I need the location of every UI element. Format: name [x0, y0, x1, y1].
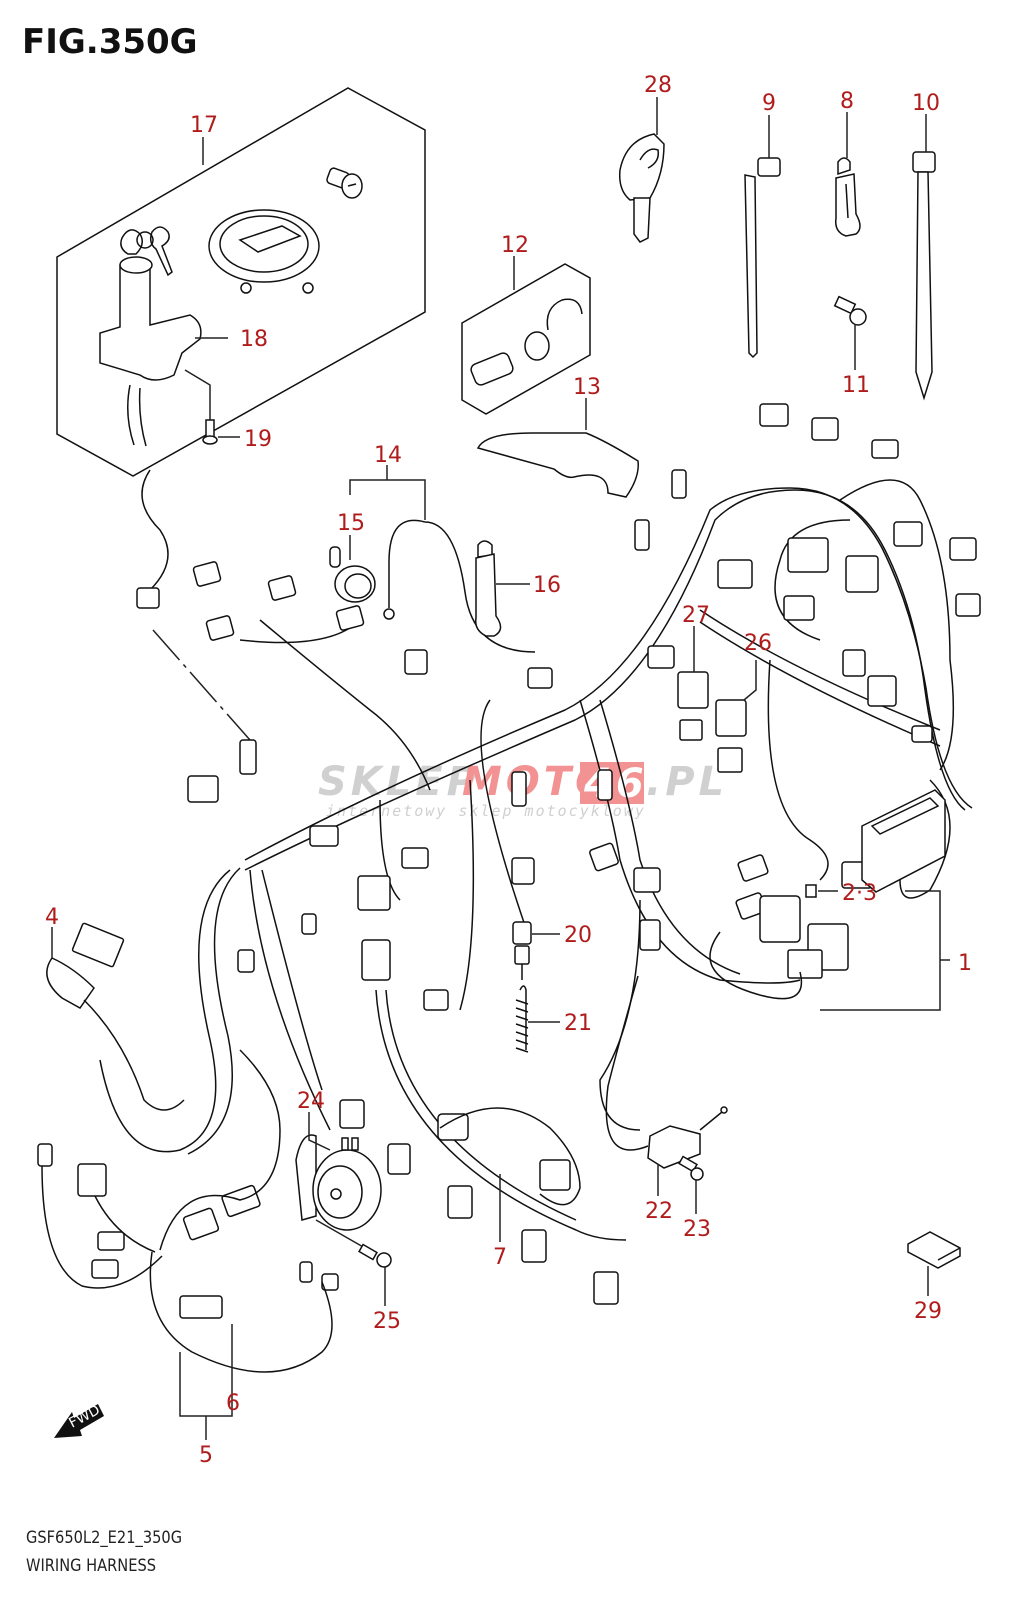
- callout-22[interactable]: 22: [645, 1199, 673, 1224]
- relay-27-icon: [677, 671, 709, 741]
- connector-harness-icon: [46, 922, 185, 1111]
- key-blank-icon: [618, 133, 665, 243]
- callout-1[interactable]: 1: [958, 951, 972, 976]
- socket-kit-group: [461, 256, 591, 415]
- cushion-icon: [476, 432, 639, 498]
- bolt-23-icon: [678, 1155, 704, 1181]
- leader-25a: [315, 1219, 366, 1249]
- socket-body-icon: [524, 331, 550, 361]
- callout-5[interactable]: 5: [199, 1443, 213, 1468]
- fwd-arrow-icon: FWD: [54, 1402, 104, 1438]
- callout-7[interactable]: 7: [493, 1245, 507, 1270]
- callout-14[interactable]: 14: [374, 443, 402, 468]
- callout-13[interactable]: 13: [573, 375, 601, 400]
- socket-plug-icon: [470, 352, 514, 386]
- callout-6[interactable]: 6: [226, 1391, 240, 1416]
- leader-26: [743, 660, 757, 701]
- callout-28[interactable]: 28: [644, 73, 672, 98]
- fuse-box-icon: [709, 895, 849, 1000]
- junction-box-icon: [861, 789, 946, 893]
- cable-tie-icon: [912, 151, 936, 401]
- clamp-16-icon: [474, 540, 502, 637]
- fuel-cap-icon: [208, 209, 320, 294]
- callout-29[interactable]: 29: [914, 1299, 942, 1324]
- callout-18[interactable]: 18: [240, 327, 268, 352]
- spring-icon: [515, 985, 529, 1053]
- clamp-8-icon: [834, 157, 861, 237]
- callout-4[interactable]: 4: [45, 905, 59, 930]
- lock-set-group: [56, 87, 426, 477]
- seat-lock-icon: [326, 167, 363, 199]
- callout-9[interactable]: 9: [762, 91, 776, 116]
- relay-26-icon: [715, 699, 747, 773]
- horn-icon: [295, 1134, 382, 1231]
- callout-26[interactable]: 26: [744, 631, 772, 656]
- socket-cap-icon: [546, 298, 583, 331]
- lock-set-frame: [56, 87, 426, 477]
- callout-25[interactable]: 25: [373, 1309, 401, 1334]
- brake-switch-icon: [512, 921, 532, 980]
- watermark-brand-4: .PL: [646, 759, 728, 805]
- figure-title: FIG.350G: [22, 22, 198, 62]
- callout-8[interactable]: 8: [840, 89, 854, 114]
- lead-wire-terminal-icon: [383, 608, 395, 620]
- callout-10[interactable]: 10: [912, 91, 940, 116]
- leader-5-bracket: [179, 1324, 233, 1417]
- leader-ignition-dash: [152, 629, 251, 741]
- band-icon: [744, 157, 781, 359]
- callout-2-3[interactable]: 2·3: [842, 881, 877, 906]
- leader-24: [308, 1112, 331, 1151]
- callout-24[interactable]: 24: [297, 1089, 325, 1114]
- callout-21[interactable]: 21: [564, 1011, 592, 1036]
- figure-name: WIRING HARNESS: [26, 1556, 157, 1576]
- fuse-icon: [805, 884, 817, 898]
- callout-16[interactable]: 16: [533, 573, 561, 598]
- watermark-tagline: internetowy sklep motocyklowy: [326, 802, 646, 820]
- watermark-brand-1: SKLEP: [318, 759, 480, 805]
- watermark-brand-3: 46: [583, 761, 648, 807]
- pad-icon: [907, 1231, 961, 1269]
- callout-15[interactable]: 15: [337, 511, 365, 536]
- lower-harness: [41, 1049, 581, 1373]
- callout-23[interactable]: 23: [683, 1217, 711, 1242]
- screw-19-icon: [202, 419, 218, 445]
- callout-27[interactable]: 27: [682, 603, 710, 628]
- figure-code: GSF650L2_E21_350G: [26, 1528, 183, 1548]
- cap-15-icon: [329, 546, 376, 603]
- callout-12[interactable]: 12: [501, 233, 529, 258]
- callout-20[interactable]: 20: [564, 923, 592, 948]
- leader-1-bracket: [820, 890, 941, 1011]
- leader-19a: [184, 369, 211, 420]
- callout-labels: 1 2·3 4 5 6 7 8 9 10 11 12 13 14 15 16 1…: [45, 73, 972, 1468]
- lead-wire-icon: [388, 519, 536, 653]
- socket-kit-frame: [461, 263, 591, 415]
- callout-11[interactable]: 11: [842, 373, 870, 398]
- watermark: SKLEP MOTO 46 .PL internetowy sklep moto…: [318, 759, 728, 820]
- callout-19[interactable]: 19: [244, 427, 272, 452]
- bolt-11-icon: [833, 295, 867, 326]
- connectors: [37, 403, 981, 1319]
- bolt-25-icon: [358, 1243, 392, 1268]
- ignition-switch-icon: [99, 226, 202, 447]
- side-stand-switch-icon: [605, 975, 728, 1169]
- callout-17[interactable]: 17: [190, 113, 218, 138]
